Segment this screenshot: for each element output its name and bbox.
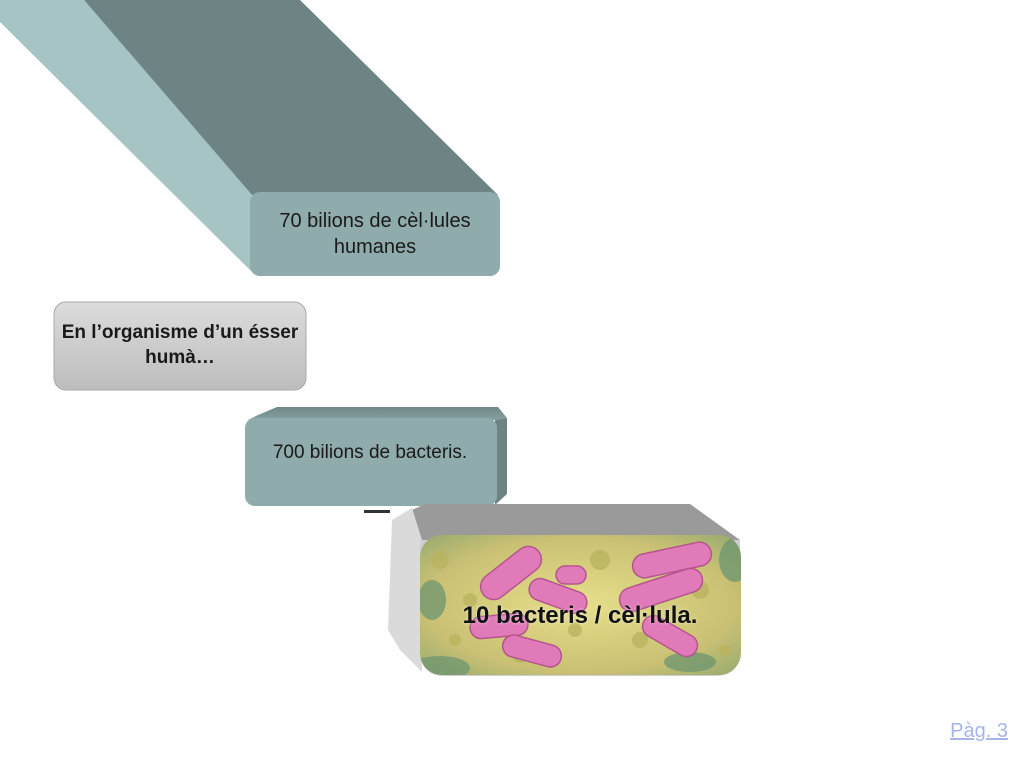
bottom-box-text: 10 bacteris / cèl·lula. (462, 602, 698, 630)
page-number-link[interactable]: Pàg. 3 (950, 720, 1008, 742)
middle-box-text: 700 bilions de bacteris. (272, 441, 468, 463)
top-slab-side-dark (84, 0, 498, 195)
middle-box-side-face (495, 418, 507, 505)
bottom-box-left-face (388, 508, 422, 672)
left-box-label: En l’organisme d’un ésser humà… (56, 304, 304, 388)
top-box-text: 70 bilions de cèl·lules humanes (279, 210, 471, 258)
left-box-text: En l’organisme d’un ésser humà… (61, 322, 299, 368)
bottom-box-top-face (412, 504, 740, 540)
middle-box-label: 700 bilions de bacteris. (247, 420, 493, 486)
left-box-shape (53, 301, 307, 391)
top-box-label: 70 bilions de cèl·lules humanes (252, 194, 498, 274)
top-box (250, 192, 500, 276)
top-slab (0, 0, 500, 276)
connector-mark (364, 510, 390, 513)
middle-box-top-face (248, 407, 507, 420)
middle-box-shape (245, 407, 507, 506)
top-slab-side-light (0, 0, 252, 272)
bottom-box-label: 10 bacteris / cèl·lula. (420, 590, 740, 642)
